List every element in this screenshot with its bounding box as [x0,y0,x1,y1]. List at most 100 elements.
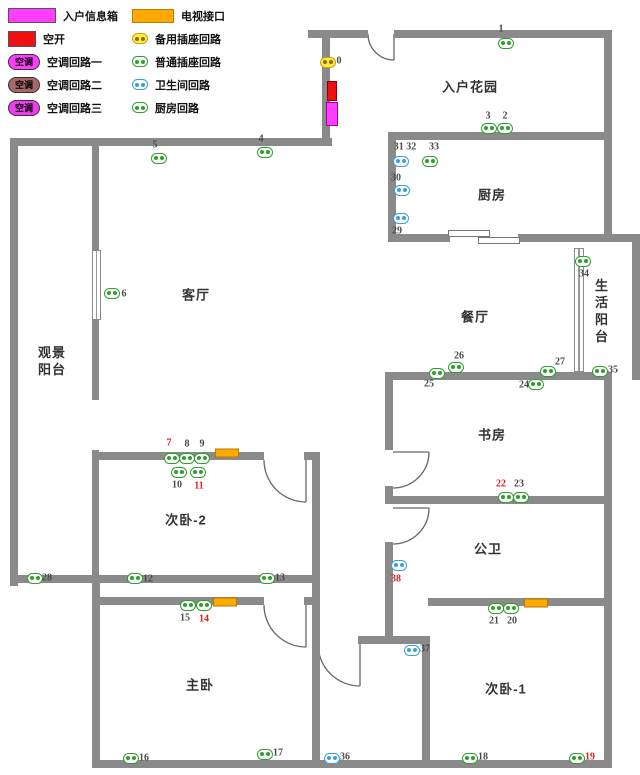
legend-item: 电视接口 [132,4,225,27]
wall [632,234,640,380]
window [92,250,101,320]
outlet-number: 7 [166,437,172,449]
outlet-number: 3 [485,110,491,122]
outlet-number: 22 [496,478,506,490]
outlet-green-icon [257,748,273,760]
wall [92,597,264,605]
outlet-green-icon [503,602,519,614]
ac-circuit-swatch: 空调 [8,53,40,70]
outlet-green-icon [422,155,438,167]
wall [92,138,99,250]
wall [604,372,612,768]
outlet-green-icon [171,466,187,478]
door-arc [392,451,430,489]
outlet-number: 10 [172,479,182,491]
legend-label: 备用插座回路 [155,33,221,46]
outlet-number: 35 [608,364,618,376]
wall [388,234,450,242]
tv-port-icon [213,597,237,607]
outlet-green-icon [448,361,464,373]
wall [388,132,396,242]
wall [92,318,99,400]
wall [388,132,612,140]
circuit-breaker-icon [327,81,337,101]
outlet-number: 24 [519,379,529,391]
outlet-number: 37 [420,643,430,655]
outlet-blue-icon [132,79,148,90]
room-label: 次卧-1 [485,681,527,697]
outlet-blue-icon [391,559,407,571]
ac-circuit-swatch: 空调 [8,76,40,93]
door-arc [317,643,361,687]
legend-label: 空开 [43,33,65,46]
tv-port-icon [524,598,548,608]
outlet-number: 13 [275,572,285,584]
legend: 入户信息箱空开空调空调回路一空调空调回路二空调空调回路三 电视接口备用插座回路普… [8,4,225,119]
outlet-green-icon [179,452,195,464]
outlet-green-icon [194,452,210,464]
room-label: 书房 [477,427,507,443]
door-arc [263,604,307,648]
outlet-green-icon [27,572,43,584]
outlet-number: 11 [194,480,204,492]
outlet-number: 8 [184,438,190,450]
window [574,248,584,372]
outlet-green-icon [127,572,143,584]
outlet-number: 4 [258,133,264,145]
wall [422,636,430,768]
outlet-number: 38 [391,573,401,585]
outlet-green-icon [497,122,513,134]
room-label: 餐厅 [460,309,490,325]
wall [358,636,430,644]
legend-item: 空开 [8,27,118,50]
legend-label: 电视接口 [181,10,225,23]
outlet-number: 2 [502,110,508,122]
wall [92,760,612,768]
sliding-door [448,230,490,237]
outlet-blue-icon [404,644,420,656]
outlet-blue-icon [393,212,409,224]
outlet-number: 21 [489,615,499,627]
legend-label: 空调回路三 [47,102,102,115]
room-label: 观景阳台 [37,345,66,377]
outlet-green-icon [498,491,514,503]
wall [10,575,315,583]
room-label: 公卫 [473,541,503,557]
wall [385,372,612,380]
outlet-number: 19 [585,751,595,763]
sliding-door [478,237,520,244]
outlet-blue-icon [393,155,409,167]
outlet-number: 31 32 [393,141,417,153]
outlet-green-icon [164,452,180,464]
outlet-green-icon [132,56,148,67]
door-arc [392,507,430,545]
outlet-green-icon [528,378,544,390]
wall [304,597,320,605]
room-label: 入户花园 [441,79,499,95]
outlet-number: 14 [199,613,209,625]
outlet-yellow-icon [132,33,148,44]
outlet-number: 36 [340,751,350,763]
outlet-green-icon [592,365,608,377]
wall [604,234,640,242]
legend-item: 卫生间回路 [132,73,225,96]
door-arc [263,459,307,503]
legend-label: 入户信息箱 [63,10,118,23]
outlet-number: 28 [42,572,52,584]
room-label: 客厅 [181,287,211,303]
door-arc [367,33,395,61]
rect-orange-swatch [132,8,174,23]
outlet-green-icon [259,572,275,584]
outlet-number: 15 [180,612,190,624]
room-label: 次卧-2 [165,512,207,528]
outlet-blue-icon [394,184,410,196]
legend-item: 入户信息箱 [8,4,118,27]
outlet-number: 6 [121,288,127,300]
wall [385,486,393,504]
outlet-green-icon [462,752,478,764]
legend-item: 空调空调回路二 [8,73,118,96]
legend-label: 普通插座回路 [155,56,221,69]
outlet-green-icon [481,122,497,134]
legend-label: 卫生间回路 [155,79,210,92]
